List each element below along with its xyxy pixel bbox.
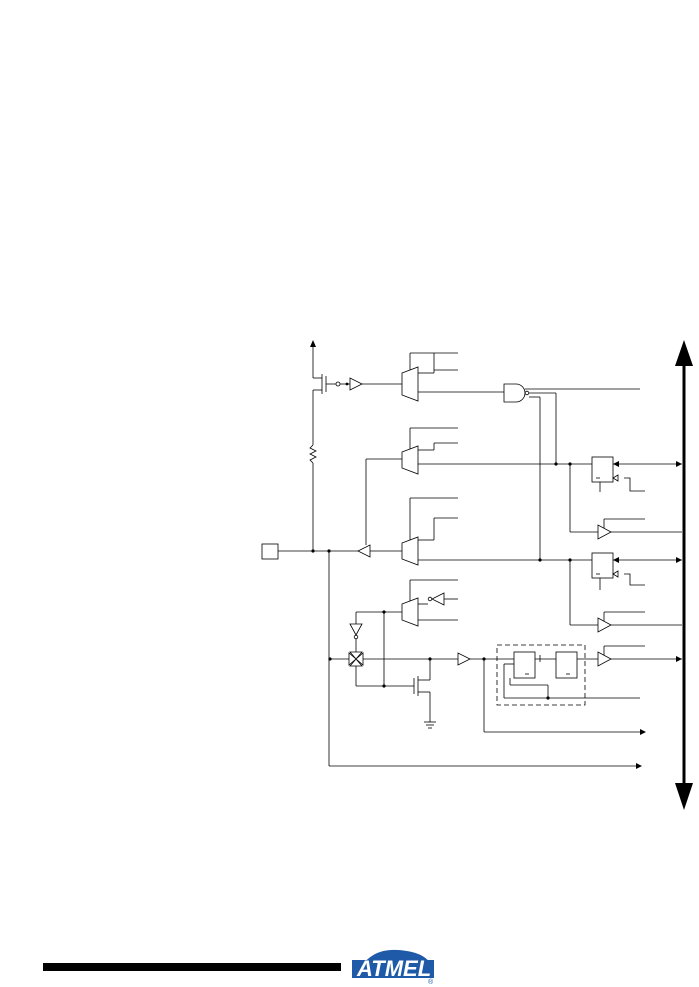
analog-line <box>328 551 642 769</box>
ground-icon <box>424 721 436 729</box>
output-buffer <box>357 544 402 558</box>
inverter-down <box>349 623 363 652</box>
and-gate <box>503 383 640 560</box>
schmitt-buffer <box>457 652 646 735</box>
ddr-read-buffer <box>569 464 682 540</box>
pullup-resistor <box>309 444 317 551</box>
sleep-mux <box>355 579 458 686</box>
pullup-transistor <box>312 374 341 445</box>
output-mux <box>401 497 592 566</box>
transmission-gate <box>328 651 458 688</box>
pulldown-transistor <box>413 659 431 722</box>
port-read-buffer <box>569 560 682 633</box>
pin-read-buffer <box>597 645 682 667</box>
pullup-mux <box>401 352 504 402</box>
vcc-supply <box>310 340 316 378</box>
synchronizer-box <box>496 644 640 706</box>
ddr-latch <box>591 456 682 492</box>
footer-bar <box>43 963 341 971</box>
data-bus-arrow <box>675 340 693 810</box>
logo-registered-mark: ® <box>428 978 434 986</box>
atmel-logo-icon: ATMEL ® <box>352 949 434 986</box>
logo-text: ATMEL <box>356 956 431 981</box>
pin-pad <box>261 543 279 560</box>
ddr-mux <box>365 427 592 545</box>
port-latch <box>591 552 682 590</box>
pullup-buffer <box>340 377 402 391</box>
